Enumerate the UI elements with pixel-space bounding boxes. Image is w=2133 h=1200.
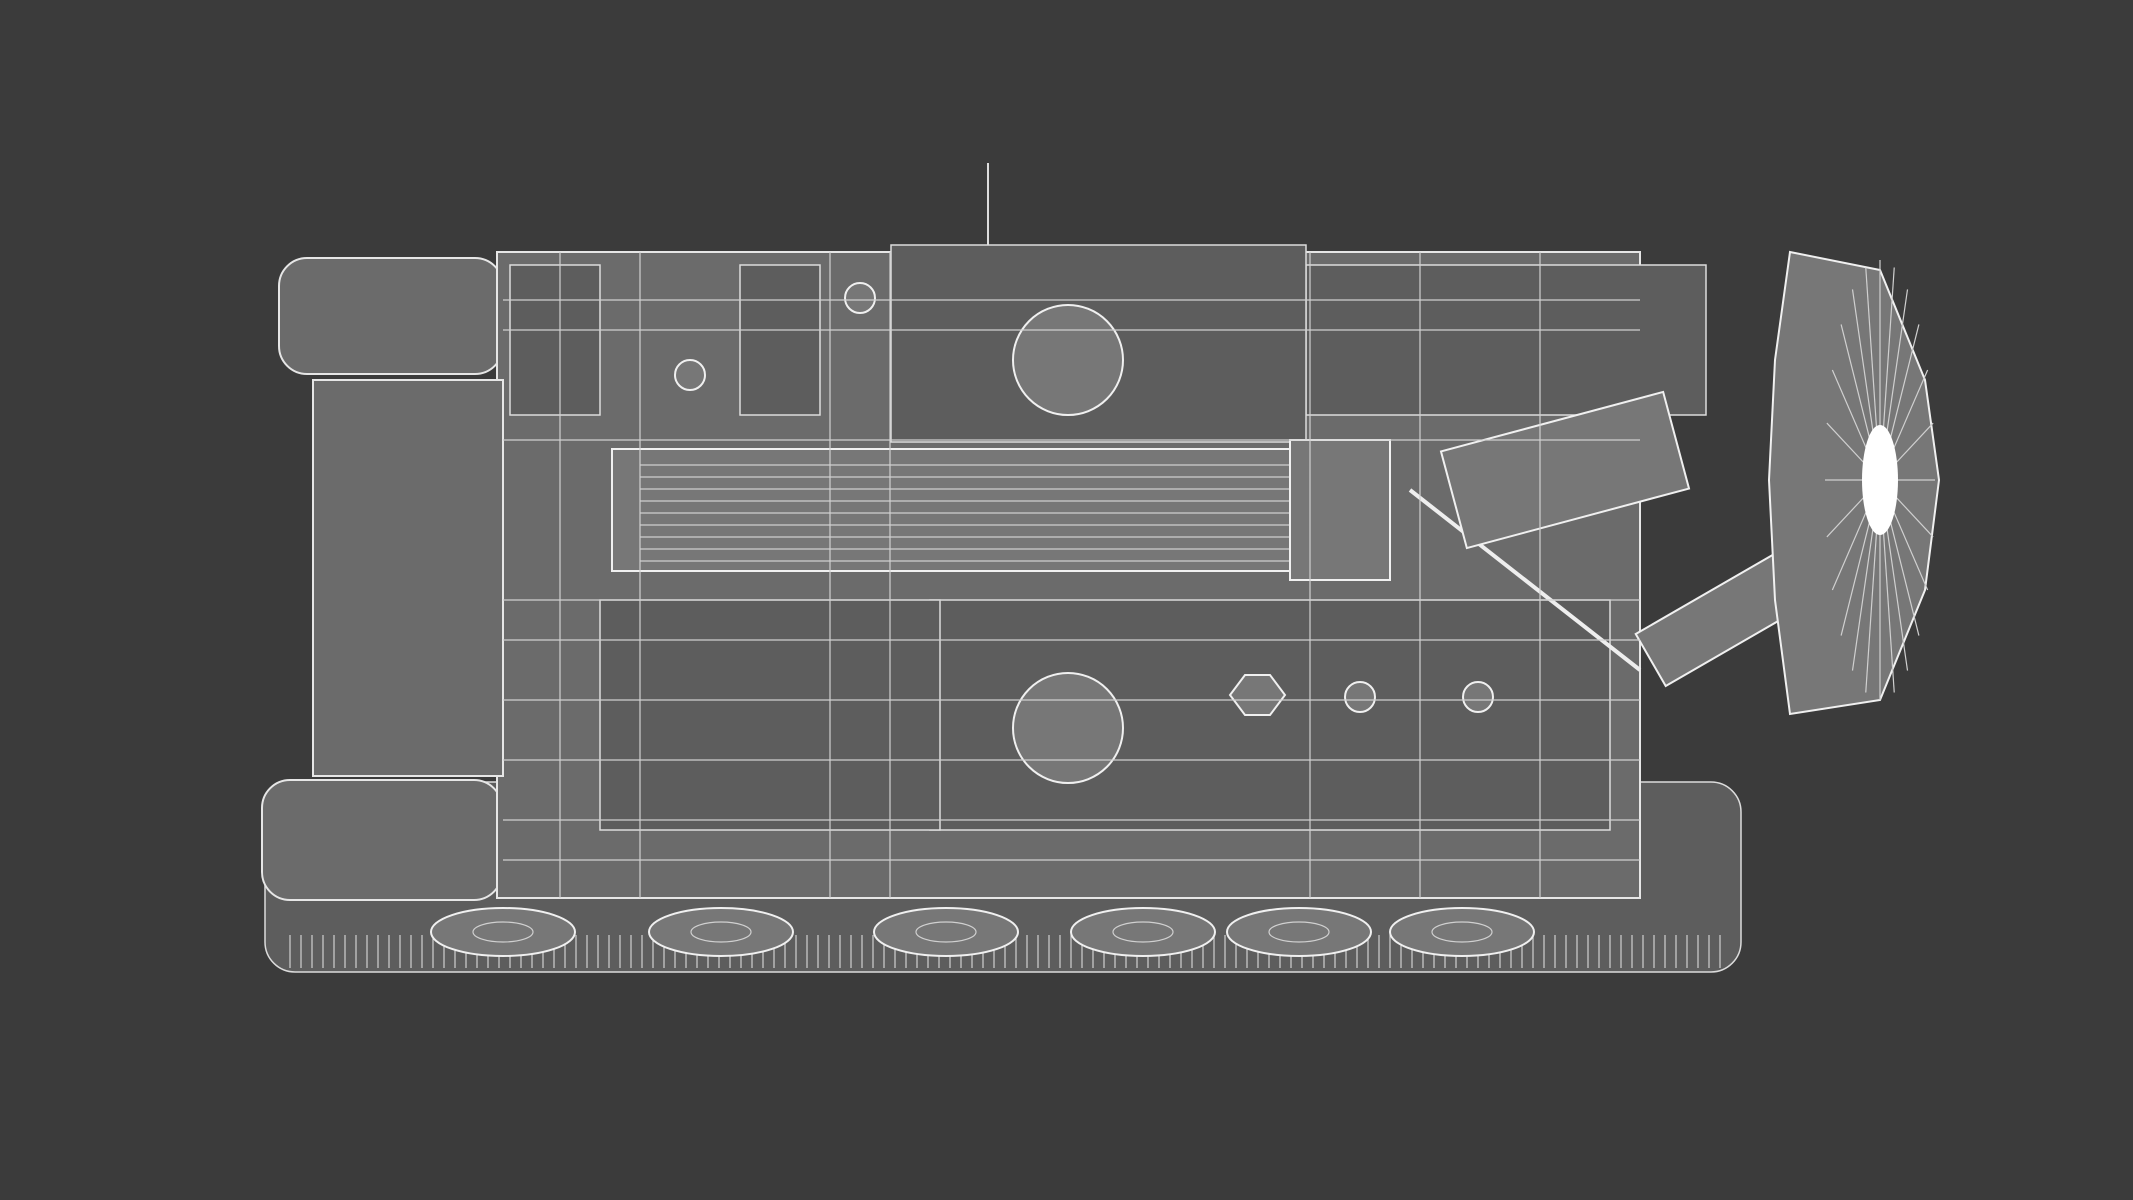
hatch-bottom	[1012, 672, 1124, 784]
grille-left-1	[509, 264, 601, 416]
road-wheel-hub	[690, 921, 752, 943]
road-wheel	[1226, 907, 1372, 957]
port-2	[674, 359, 706, 391]
port-1	[844, 282, 876, 314]
road-wheel-hub	[1112, 921, 1174, 943]
hatch-top	[1012, 304, 1124, 416]
gun-tube-lines	[640, 464, 1290, 562]
port-4	[1462, 681, 1494, 713]
rear-deck	[1305, 264, 1707, 416]
grille-left-2	[739, 264, 821, 416]
front-plate	[312, 379, 504, 777]
road-wheel	[430, 907, 576, 957]
road-wheel	[1070, 907, 1216, 957]
road-wheels	[430, 907, 1535, 957]
arm-upper	[1439, 390, 1691, 550]
front-track-top	[278, 257, 504, 375]
gun-tube	[611, 448, 1375, 572]
road-wheel-hub	[1431, 921, 1493, 943]
road-wheel-hub	[472, 921, 534, 943]
port-3	[1344, 681, 1376, 713]
front-track-bottom	[261, 779, 503, 901]
vehicle	[261, 163, 1941, 973]
hull-panel-lines	[503, 252, 1640, 898]
road-wheel	[873, 907, 1019, 957]
gun-breech	[1289, 439, 1391, 581]
road-wheel	[1389, 907, 1535, 957]
radar-hub	[1862, 425, 1898, 535]
hex-port	[1228, 674, 1287, 716]
road-wheel-hub	[915, 921, 977, 943]
cab-block	[599, 599, 941, 831]
road-wheel	[648, 907, 794, 957]
road-wheel-hub	[1268, 921, 1330, 943]
